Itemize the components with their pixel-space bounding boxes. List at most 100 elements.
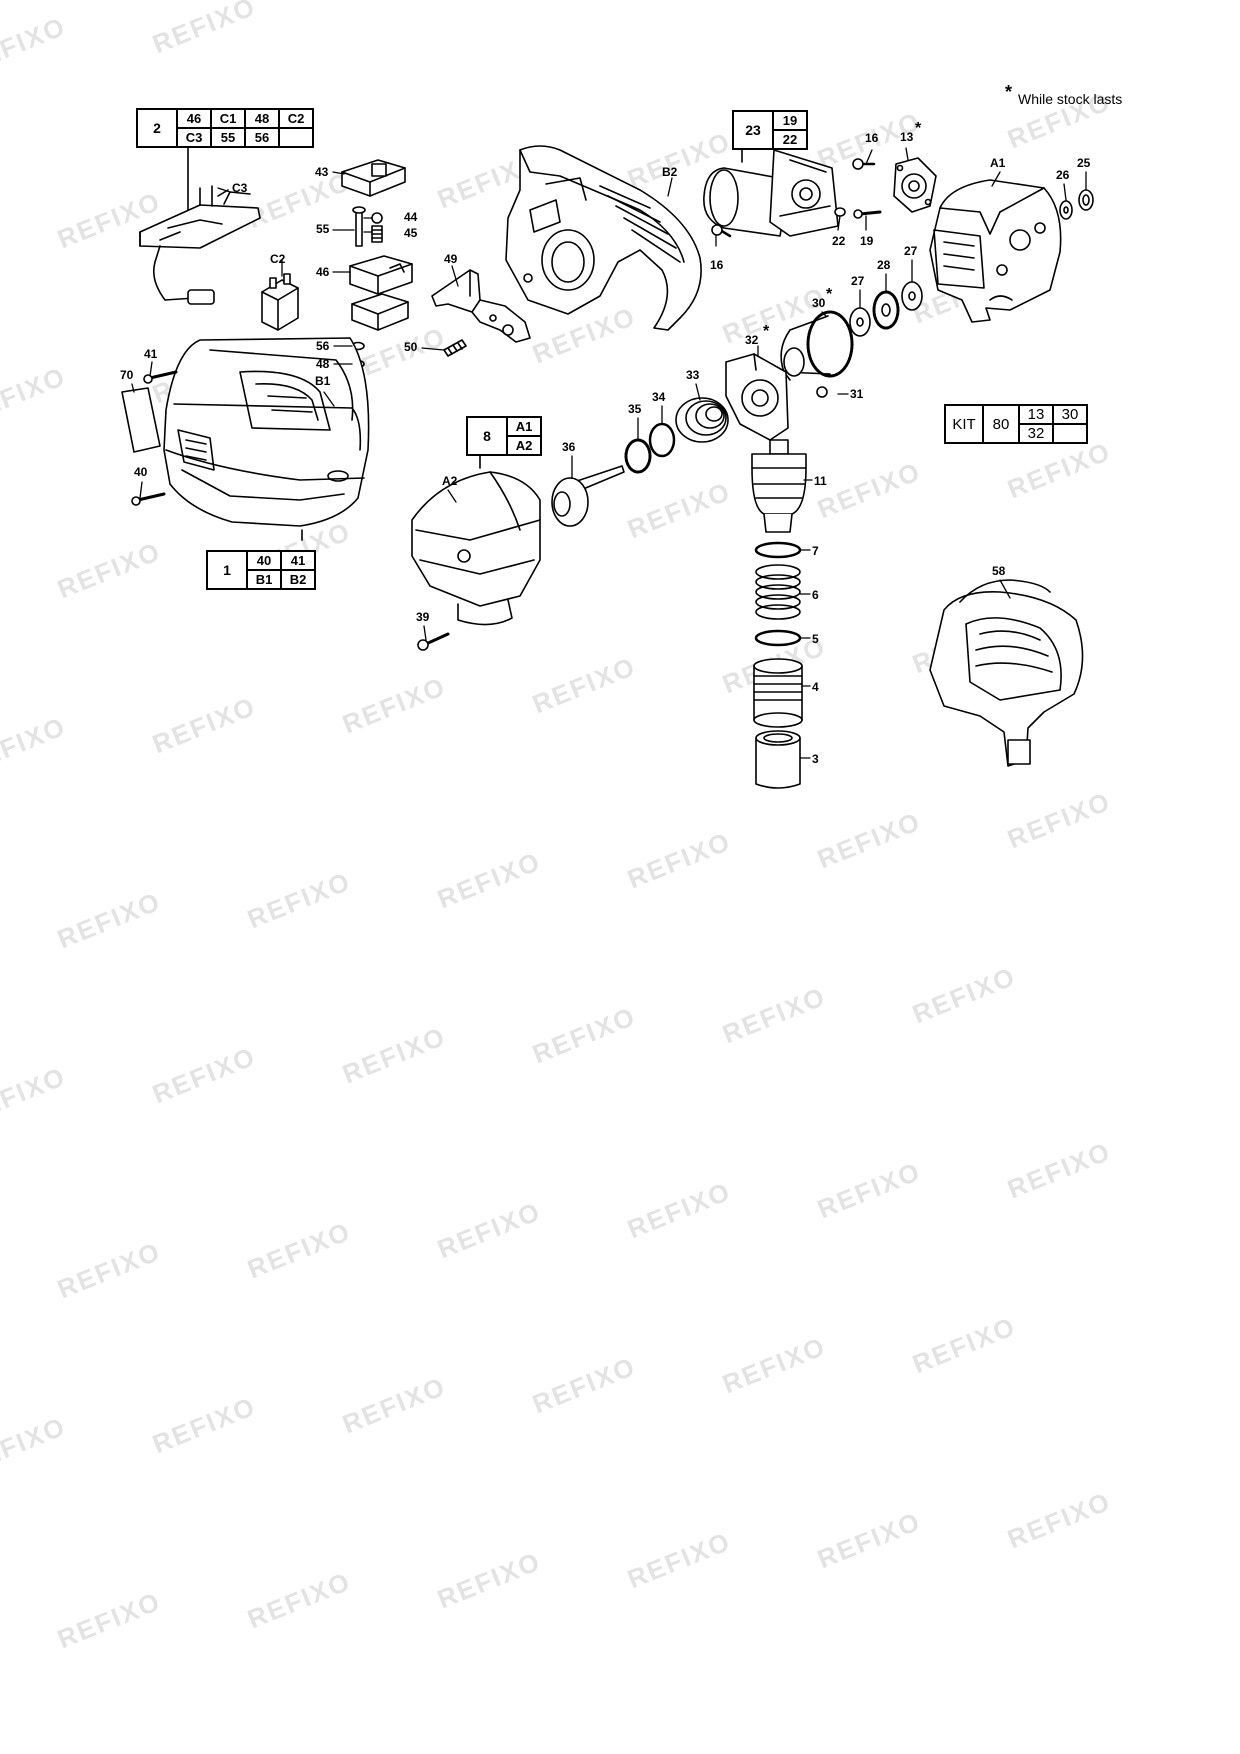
asterisk-32: * xyxy=(763,323,770,340)
label-45: 45 xyxy=(404,226,418,240)
assembly-box-2: 2 46 C1 48 C2 C3 55 56 xyxy=(136,108,314,148)
label-19: 19 xyxy=(860,234,874,248)
label-c3: C3 xyxy=(232,181,248,195)
box1-cell: 41 xyxy=(280,550,316,571)
label-50: 50 xyxy=(404,340,418,354)
label-3: 3 xyxy=(812,752,819,766)
part-c2-switch xyxy=(261,273,299,331)
label-35: 35 xyxy=(628,402,642,416)
box23-cell: 19 xyxy=(772,110,808,131)
kit-main: 80 xyxy=(982,404,1020,444)
part-23-motor xyxy=(703,149,839,237)
part-36-spindle xyxy=(551,465,625,527)
kit-box: KIT 80 13 30 32 xyxy=(944,404,1088,444)
part-7-ring xyxy=(754,541,802,559)
label-36: 36 xyxy=(562,440,576,454)
asterisk-30: * xyxy=(826,286,833,303)
label-27-right: 27 xyxy=(904,244,918,258)
label-c2: C2 xyxy=(270,252,286,266)
box1-cell: B1 xyxy=(246,569,282,590)
label-a2: A2 xyxy=(442,474,458,488)
part-19-screw xyxy=(853,209,882,219)
label-27-left: 27 xyxy=(851,274,865,288)
label-32: 32 xyxy=(745,333,759,347)
label-28: 28 xyxy=(877,258,891,272)
part-22-washer xyxy=(834,207,846,217)
box2-cell: C2 xyxy=(278,108,314,129)
label-16-top: 16 xyxy=(865,131,879,145)
label-b2: B2 xyxy=(662,165,678,179)
part-3-sleeve xyxy=(755,730,801,789)
part-4-sleeve xyxy=(753,658,803,728)
part-13-bearing-plate xyxy=(893,157,937,213)
part-35-lock-washer xyxy=(624,438,652,474)
box8-cell: A1 xyxy=(506,416,542,437)
label-58: 58 xyxy=(992,564,1006,578)
assembly-box-8: 8 A1 A2 xyxy=(466,416,542,456)
kit-cell xyxy=(1052,423,1088,444)
part-58-complete-unit xyxy=(929,579,1084,767)
part-25-ring-hole xyxy=(1082,194,1090,206)
label-7: 7 xyxy=(812,544,819,558)
box2-cell: 56 xyxy=(244,127,280,148)
label-25: 25 xyxy=(1077,156,1091,170)
label-43: 43 xyxy=(315,165,329,179)
box2-cell: 46 xyxy=(176,108,212,129)
box2-cell: C3 xyxy=(176,127,212,148)
label-4: 4 xyxy=(812,680,819,694)
stock-note: *While stock lasts xyxy=(1005,82,1122,109)
label-13: 13 xyxy=(900,130,914,144)
part-11-tool-holder xyxy=(751,439,807,533)
part-c3-switch-plate xyxy=(139,185,261,305)
part-26-washer xyxy=(1059,200,1073,220)
part-50-spring xyxy=(443,339,467,357)
label-6: 6 xyxy=(812,588,819,602)
part-34-ring xyxy=(648,422,676,458)
label-22: 22 xyxy=(832,234,846,248)
label-16-bottom: 16 xyxy=(710,258,724,272)
part-a1-gear-housing xyxy=(929,179,1062,323)
box8-main: 8 xyxy=(466,416,508,456)
box23-cell: 22 xyxy=(772,129,808,150)
label-34: 34 xyxy=(652,390,666,404)
part-49-lever xyxy=(431,269,531,343)
label-a1: A1 xyxy=(990,156,1006,170)
part-a2-cover xyxy=(411,471,541,626)
kit-cell: 13 xyxy=(1018,404,1054,425)
part-28-needle-bearing xyxy=(872,290,900,330)
box2-cell xyxy=(278,127,314,148)
part-27-washer-right xyxy=(901,281,923,311)
label-44: 44 xyxy=(404,210,418,224)
part-55-pin xyxy=(352,206,366,247)
part-31-ball xyxy=(816,386,828,398)
label-5: 5 xyxy=(812,632,819,646)
label-46: 46 xyxy=(316,265,330,279)
box23-main: 23 xyxy=(732,110,774,150)
assembly-box-23: 23 19 22 xyxy=(732,110,808,150)
box1-main: 1 xyxy=(206,550,248,590)
part-40-screw xyxy=(131,492,166,506)
part-25-ring xyxy=(1078,189,1094,211)
label-56: 56 xyxy=(316,339,330,353)
label-b1: B1 xyxy=(315,374,331,388)
note-asterisk: * xyxy=(1005,82,1013,102)
part-41-screw xyxy=(143,370,178,384)
part-30-bevel-gear xyxy=(780,310,854,381)
part-33-spring xyxy=(675,397,729,443)
box8-cell: A2 xyxy=(506,435,542,456)
part-70-label-plate xyxy=(121,387,161,453)
label-39: 39 xyxy=(416,610,430,624)
box2-cell: 55 xyxy=(210,127,246,148)
box2-cell: C1 xyxy=(210,108,246,129)
kit-cell: 32 xyxy=(1018,423,1054,444)
part-b2-housing xyxy=(505,145,702,331)
part-44-ball xyxy=(371,212,383,224)
label-40: 40 xyxy=(134,465,148,479)
part-32-bearing-flange xyxy=(725,353,789,441)
kit-label: KIT xyxy=(944,404,984,444)
label-55: 55 xyxy=(316,222,330,236)
asterisk-13: * xyxy=(915,120,922,137)
part-45-spring xyxy=(371,225,383,243)
label-26: 26 xyxy=(1056,168,1070,182)
